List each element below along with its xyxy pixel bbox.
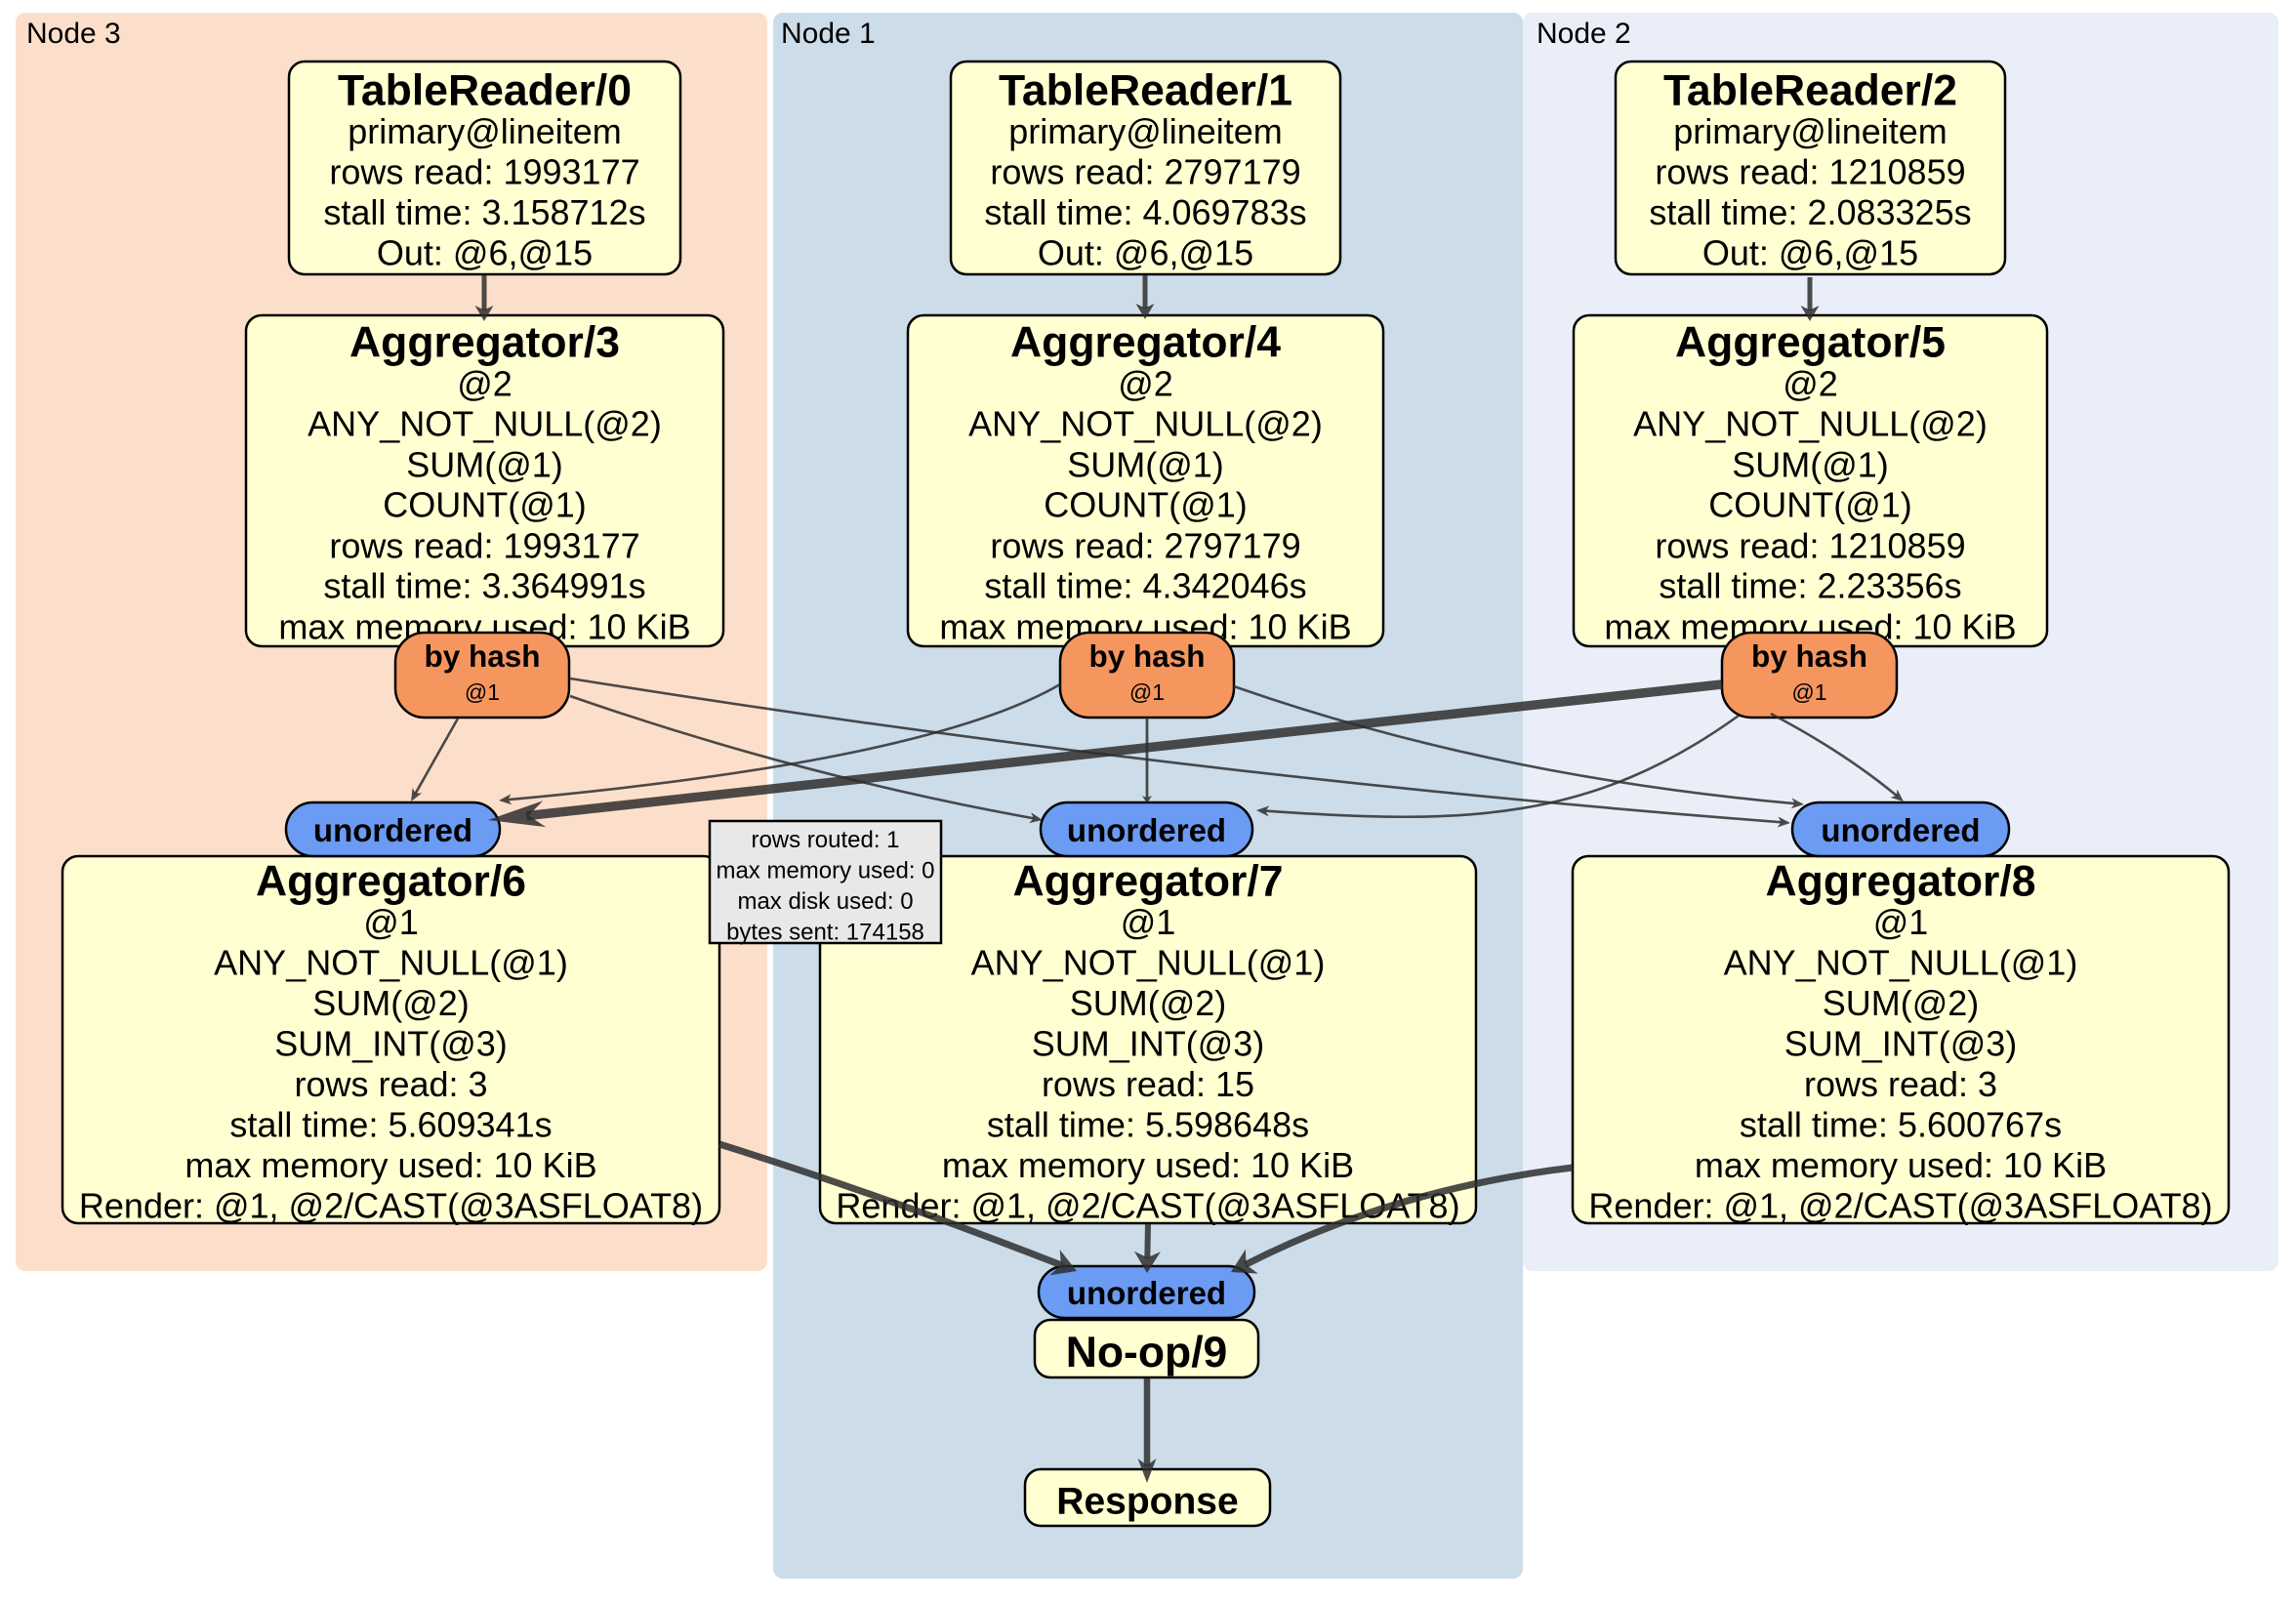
- svg-text:Render: @1, @2/CAST(@3ASFLOAT8: Render: @1, @2/CAST(@3ASFLOAT8): [79, 1186, 703, 1226]
- svg-text:max disk used: 0: max disk used: 0: [737, 888, 913, 915]
- svg-text:ANY_NOT_NULL(@1): ANY_NOT_NULL(@1): [971, 943, 1326, 983]
- svg-text:ANY_NOT_NULL(@2): ANY_NOT_NULL(@2): [308, 404, 662, 444]
- svg-text:stall time: 3.158712s: stall time: 3.158712s: [323, 192, 645, 232]
- svg-text:rows routed: 1: rows routed: 1: [751, 827, 899, 853]
- svg-text:@1: @1: [1873, 902, 1929, 942]
- svg-text:Node 3: Node 3: [26, 18, 121, 50]
- svg-text:primary@lineitem: primary@lineitem: [348, 111, 622, 151]
- svg-text:COUNT(@1): COUNT(@1): [383, 485, 587, 525]
- svg-text:by hash: by hash: [1088, 638, 1205, 674]
- svg-text:Aggregator/6: Aggregator/6: [256, 858, 526, 906]
- svg-text:Aggregator/7: Aggregator/7: [1013, 858, 1284, 906]
- svg-text:ANY_NOT_NULL(@2): ANY_NOT_NULL(@2): [1633, 404, 1988, 444]
- svg-text:Aggregator/3: Aggregator/3: [349, 319, 620, 367]
- svg-text:stall time: 5.598648s: stall time: 5.598648s: [987, 1105, 1309, 1145]
- svg-text:rows read: 15: rows read: 15: [1042, 1064, 1254, 1104]
- svg-text:unordered: unordered: [313, 812, 472, 848]
- svg-text:TableReader/0: TableReader/0: [338, 67, 632, 115]
- svg-text:Out: @6,@15: Out: @6,@15: [1038, 233, 1253, 273]
- svg-text:Aggregator/5: Aggregator/5: [1675, 319, 1946, 367]
- svg-text:bytes sent: 174158: bytes sent: 174158: [726, 920, 924, 946]
- svg-text:rows read: 2797179: rows read: 2797179: [990, 525, 1300, 565]
- svg-text:SUM_INT(@3): SUM_INT(@3): [1784, 1024, 2018, 1064]
- svg-text:ANY_NOT_NULL(@1): ANY_NOT_NULL(@1): [214, 943, 568, 983]
- svg-text:max memory used: 0: max memory used: 0: [716, 858, 934, 884]
- svg-text:rows read: 1210859: rows read: 1210859: [1655, 525, 1965, 565]
- svg-text:Render: @1, @2/CAST(@3ASFLOAT8: Render: @1, @2/CAST(@3ASFLOAT8): [1588, 1186, 2212, 1226]
- svg-text:rows read: 3: rows read: 3: [294, 1064, 487, 1104]
- svg-text:SUM(@1): SUM(@1): [406, 444, 563, 484]
- svg-text:Aggregator/8: Aggregator/8: [1766, 858, 2036, 906]
- svg-text:@1: @1: [363, 902, 419, 942]
- svg-text:stall time: 5.609341s: stall time: 5.609341s: [229, 1105, 552, 1145]
- svg-text:@1: @1: [1129, 679, 1165, 705]
- svg-text:COUNT(@1): COUNT(@1): [1708, 485, 1912, 525]
- svg-text:max memory used: 10 KiB: max memory used: 10 KiB: [942, 1145, 1354, 1185]
- svg-text:Out: @6,@15: Out: @6,@15: [377, 233, 593, 273]
- svg-text:stall time: 4.069783s: stall time: 4.069783s: [984, 192, 1306, 232]
- svg-text:TableReader/2: TableReader/2: [1663, 67, 1957, 115]
- svg-text:rows read: 3: rows read: 3: [1804, 1064, 1997, 1104]
- svg-text:unordered: unordered: [1821, 812, 1980, 848]
- svg-text:stall time: 2.083325s: stall time: 2.083325s: [1649, 192, 1971, 232]
- svg-text:primary@lineitem: primary@lineitem: [1673, 111, 1948, 151]
- svg-text:SUM(@2): SUM(@2): [1070, 983, 1227, 1023]
- svg-text:max memory used: 10 KiB: max memory used: 10 KiB: [1695, 1145, 2107, 1185]
- svg-text:@2: @2: [1783, 363, 1838, 403]
- svg-text:Node 1: Node 1: [781, 18, 876, 50]
- svg-text:stall time: 5.600767s: stall time: 5.600767s: [1740, 1105, 2062, 1145]
- svg-text:ANY_NOT_NULL(@2): ANY_NOT_NULL(@2): [968, 404, 1323, 444]
- svg-text:stall time: 4.342046s: stall time: 4.342046s: [984, 566, 1306, 606]
- svg-text:COUNT(@1): COUNT(@1): [1044, 485, 1248, 525]
- svg-text:Node 2: Node 2: [1537, 18, 1631, 50]
- svg-text:rows read: 2797179: rows read: 2797179: [990, 152, 1300, 192]
- svg-text:SUM(@2): SUM(@2): [312, 983, 470, 1023]
- svg-text:Render: @1, @2/CAST(@3ASFLOAT8: Render: @1, @2/CAST(@3ASFLOAT8): [836, 1186, 1459, 1226]
- svg-text:unordered: unordered: [1067, 812, 1226, 848]
- svg-text:SUM(@1): SUM(@1): [1067, 444, 1224, 484]
- svg-text:by hash: by hash: [424, 638, 540, 674]
- svg-text:stall time: 3.364991s: stall time: 3.364991s: [323, 566, 645, 606]
- svg-text:rows read: 1993177: rows read: 1993177: [329, 525, 639, 565]
- svg-text:Out: @6,@15: Out: @6,@15: [1702, 233, 1918, 273]
- svg-text:primary@lineitem: primary@lineitem: [1008, 111, 1283, 151]
- svg-text:SUM_INT(@3): SUM_INT(@3): [1032, 1024, 1265, 1064]
- svg-text:No-op/9: No-op/9: [1066, 1329, 1228, 1376]
- svg-text:Response: Response: [1056, 1481, 1238, 1523]
- svg-text:@2: @2: [1118, 363, 1173, 403]
- svg-text:Aggregator/4: Aggregator/4: [1010, 319, 1281, 367]
- svg-text:by hash: by hash: [1751, 638, 1867, 674]
- svg-text:@1: @1: [1791, 679, 1826, 705]
- svg-text:SUM(@1): SUM(@1): [1732, 444, 1889, 484]
- svg-text:TableReader/1: TableReader/1: [999, 67, 1292, 115]
- svg-text:SUM_INT(@3): SUM_INT(@3): [274, 1024, 508, 1064]
- svg-text:rows read: 1210859: rows read: 1210859: [1655, 152, 1965, 192]
- svg-text:@1: @1: [1121, 902, 1176, 942]
- svg-text:max memory used: 10 KiB: max memory used: 10 KiB: [184, 1145, 596, 1185]
- svg-text:ANY_NOT_NULL(@1): ANY_NOT_NULL(@1): [1724, 943, 2078, 983]
- svg-text:unordered: unordered: [1067, 1275, 1226, 1311]
- svg-text:rows read: 1993177: rows read: 1993177: [329, 152, 639, 192]
- svg-text:@1: @1: [465, 679, 500, 705]
- svg-text:stall time: 2.23356s: stall time: 2.23356s: [1659, 566, 1961, 606]
- svg-text:@2: @2: [457, 363, 512, 403]
- svg-text:SUM(@2): SUM(@2): [1823, 983, 1980, 1023]
